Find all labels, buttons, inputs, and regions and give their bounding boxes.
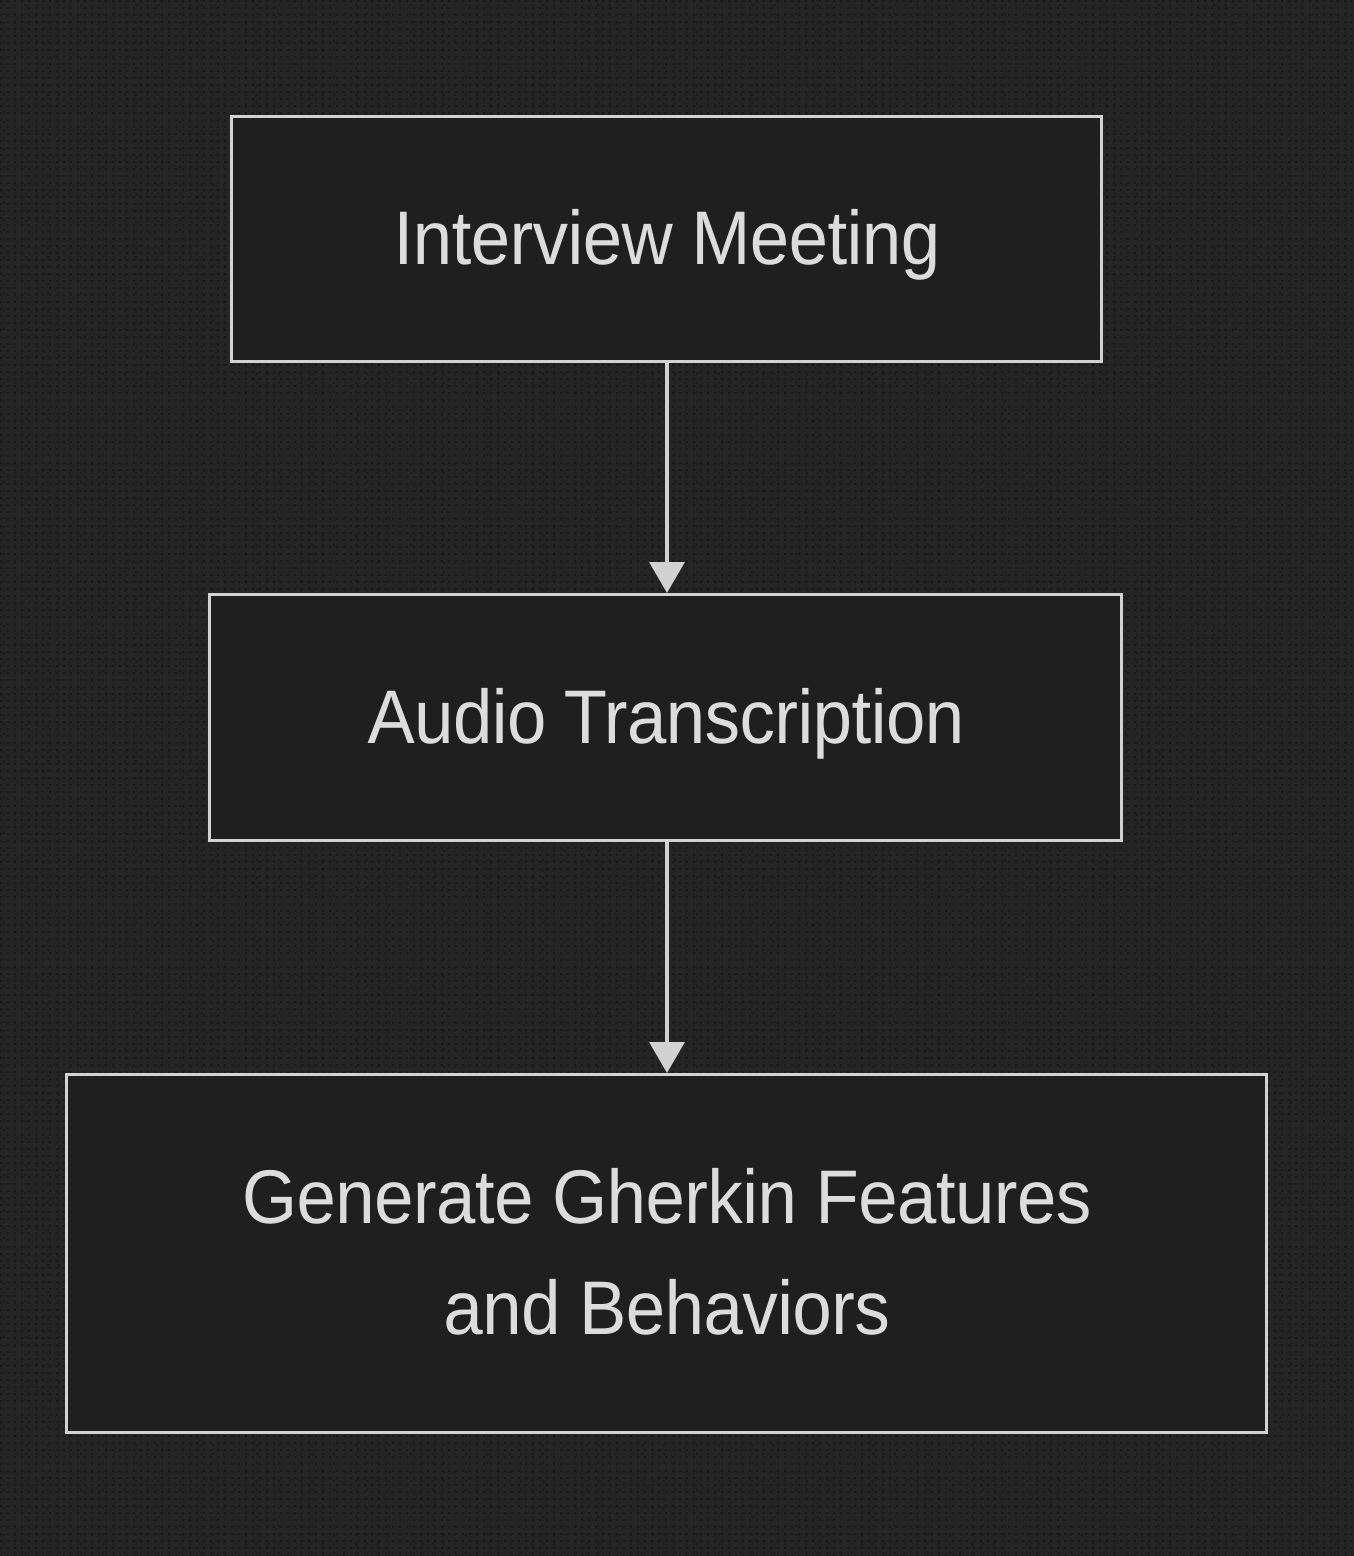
edge-audio-transcription-to-generate-gherkin	[649, 842, 685, 1073]
node-generate-gherkin-features-and-behaviors[interactable]: Generate Gherkin Features and Behaviors	[65, 1073, 1268, 1434]
node-audio-transcription-label: Audio Transcription	[367, 674, 964, 760]
node-generate-gherkin-label: Generate Gherkin Features and Behaviors	[242, 1155, 1091, 1351]
node-interview-meeting-label: Interview Meeting	[393, 196, 940, 281]
node-audio-transcription[interactable]: Audio Transcription	[208, 593, 1123, 842]
edge-interview-meeting-to-audio-transcription	[649, 363, 685, 593]
arrowhead-icon	[649, 1042, 685, 1073]
arrowhead-icon	[649, 562, 685, 593]
node-interview-meeting[interactable]: Interview Meeting	[230, 115, 1103, 363]
